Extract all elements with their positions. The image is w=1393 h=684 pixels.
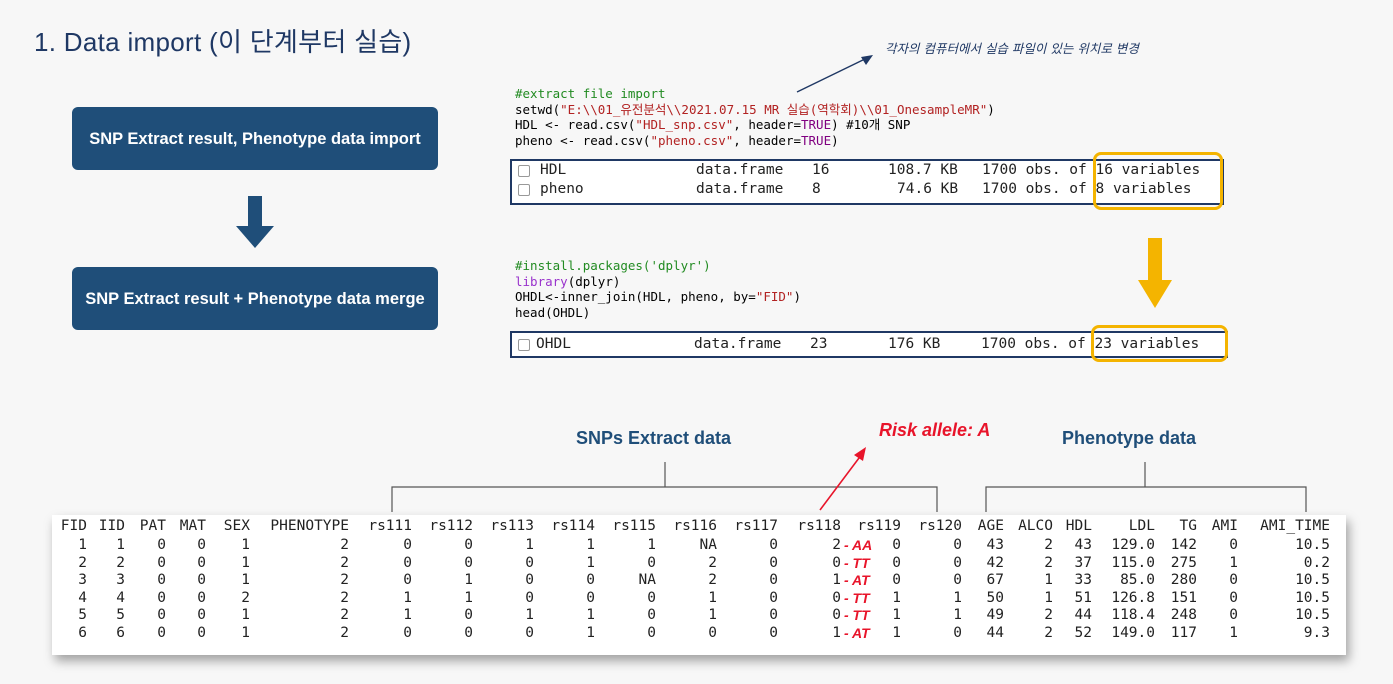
- code-library-line: library(dplyr): [515, 273, 621, 289]
- code-setwd-line: setwd("E:\\01_유전분석\\2021.07.15 MR 실습(역학회…: [515, 101, 995, 117]
- environment-panel-import: HDL data.frame 16 108.7 KB 1700 obs. of …: [510, 159, 1224, 205]
- env-checkbox[interactable]: [518, 184, 530, 196]
- phenotype-label: Phenotype data: [1062, 428, 1197, 448]
- env-row-pheno[interactable]: pheno data.frame 8 74.6 KB 1700 obs. of …: [512, 180, 1222, 199]
- env-row-hdl[interactable]: HDL data.frame 16 108.7 KB 1700 obs. of …: [512, 161, 1222, 180]
- env-checkbox[interactable]: [518, 339, 530, 351]
- path-note: 각자의 컴퓨터에서 실습 파일이 있는 위치로 변경: [885, 41, 1139, 56]
- merged-data-table: [52, 515, 1346, 655]
- env-row-ohdl[interactable]: OHDL data.frame 23 176 KB 1700 obs. of 2…: [512, 335, 1226, 354]
- step-merge-label: SNP Extract result + Phenotype data merg…: [85, 289, 425, 308]
- risk-allele-label: Risk allele: A: [879, 420, 991, 440]
- code-hdl-line: HDL <- read.csv("HDL_snp.csv", header=TR…: [515, 117, 911, 132]
- code-pheno-line: pheno <- read.csv("pheno.csv", header=TR…: [515, 132, 839, 148]
- step-import-label: SNP Extract result, Phenotype data impor…: [89, 129, 421, 148]
- merge-code-block: #install.packages('dplyr')library(dplyr)…: [515, 258, 801, 320]
- brackets: [391, 447, 1307, 512]
- env-checkbox[interactable]: [518, 165, 530, 177]
- snps-extract-label: SNPs Extract data: [576, 428, 732, 448]
- code-comment: #extract file import: [515, 86, 666, 101]
- code-join-line: OHDL<-inner_join(HDL, pheno, by="FID"): [515, 289, 801, 304]
- down-arrow-icon: [236, 196, 274, 248]
- code-install-comment: #install.packages('dplyr'): [515, 258, 711, 273]
- page-title: 1. Data import (이 단계부터 실습): [34, 27, 412, 57]
- step-import-box: SNP Extract result, Phenotype data impor…: [72, 107, 438, 170]
- variables-highlight: [1093, 152, 1223, 210]
- code-head-line: head(OHDL): [515, 304, 591, 320]
- orange-down-arrow-icon: [1138, 238, 1172, 308]
- step-merge-box: SNP Extract result + Phenotype data merg…: [72, 267, 438, 330]
- environment-panel-merge: OHDL data.frame 23 176 KB 1700 obs. of 2…: [510, 331, 1228, 358]
- note-arrow-icon: [796, 55, 873, 93]
- variables-highlight: [1091, 325, 1228, 362]
